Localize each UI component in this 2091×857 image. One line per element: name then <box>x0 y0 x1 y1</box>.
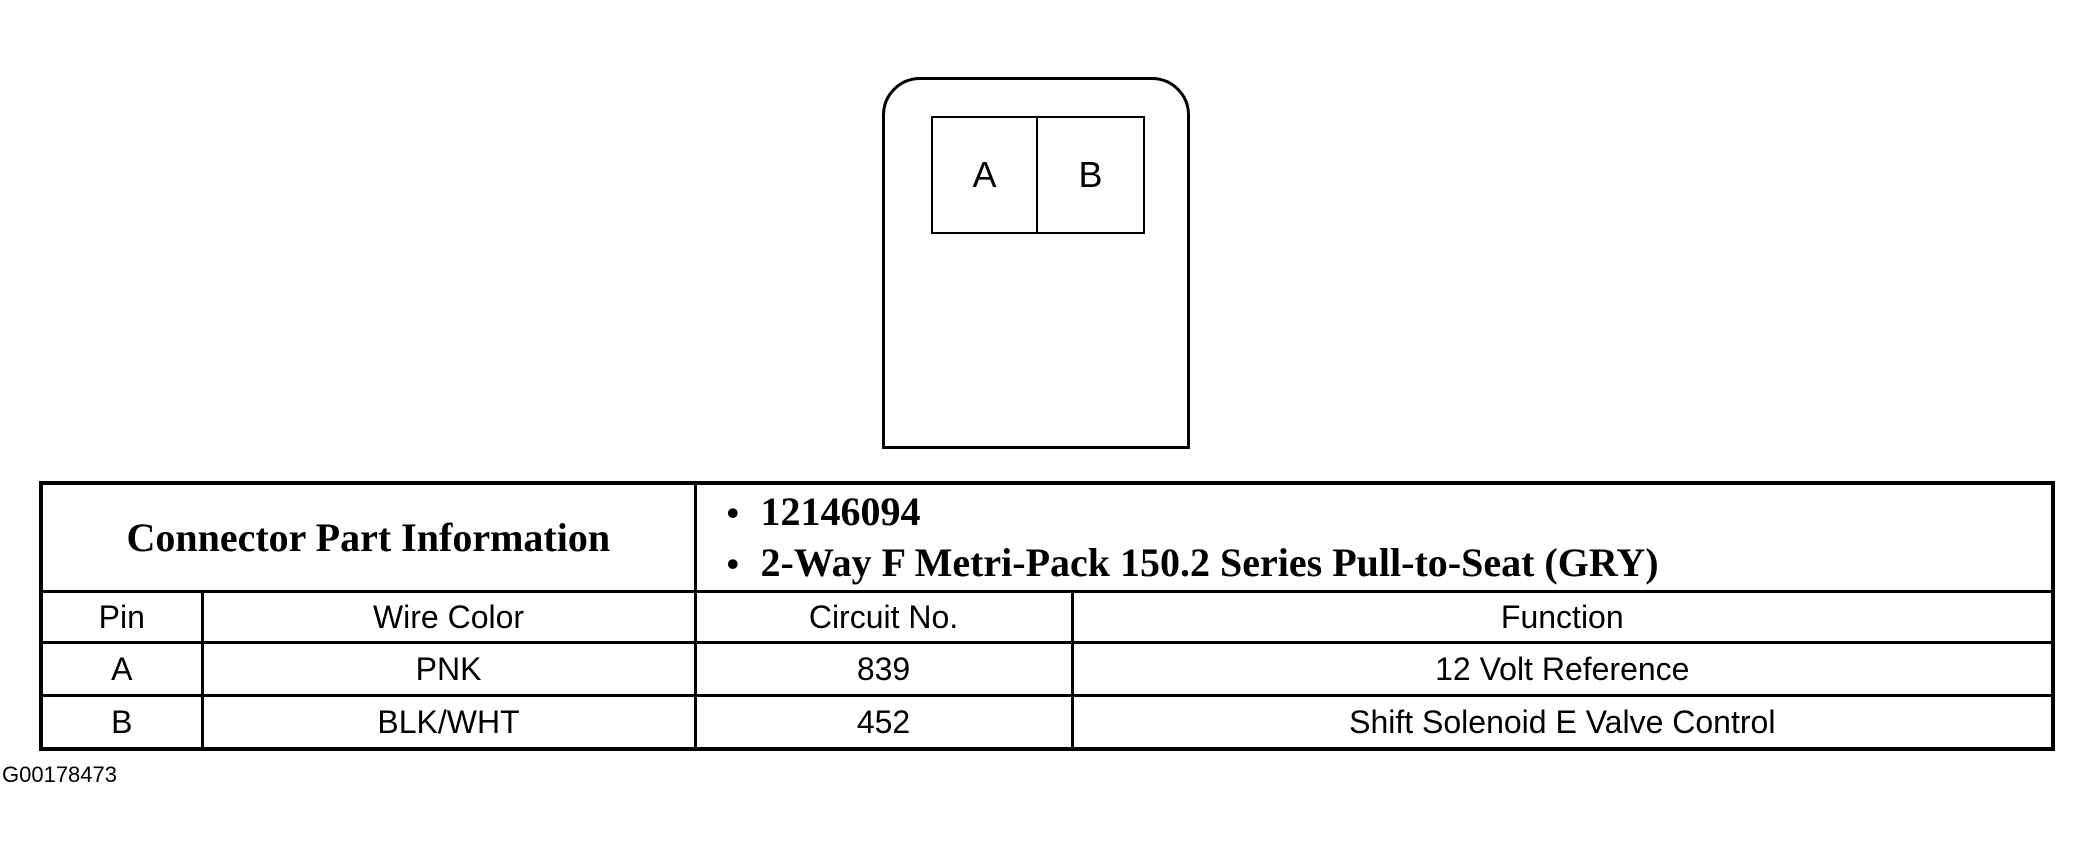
function-cell: Shift Solenoid E Valve Control <box>1070 694 2055 751</box>
wire-color-cell: BLK/WHT <box>200 694 697 751</box>
part-info-row: Connector Part Information 12146094 2-Wa… <box>39 481 2055 593</box>
pin-cell: B <box>39 694 204 751</box>
column-header-row: Pin Wire Color Circuit No. Function <box>39 590 2055 644</box>
connector-info-table: Connector Part Information 12146094 2-Wa… <box>39 481 2056 751</box>
column-header-function: Function <box>1070 590 2055 644</box>
part-number: 12146094 <box>727 487 2052 538</box>
part-info-list: 12146094 2-Way F Metri-Pack 150.2 Series… <box>727 487 2052 589</box>
connector-face: A B <box>882 77 1190 449</box>
part-info-cell: 12146094 2-Way F Metri-Pack 150.2 Series… <box>693 481 2055 593</box>
circuit-cell: 452 <box>693 694 1074 751</box>
column-header-pin: Pin <box>39 590 204 644</box>
cavity-b: B <box>1038 116 1145 234</box>
table-title: Connector Part Information <box>39 481 697 593</box>
connector-description: 2-Way F Metri-Pack 150.2 Series Pull-to-… <box>727 538 2052 589</box>
circuit-cell: 839 <box>693 641 1074 697</box>
column-header-wire-color: Wire Color <box>200 590 697 644</box>
cavity-row: A B <box>931 116 1145 234</box>
pin-cell: A <box>39 641 204 697</box>
figure-id: G00178473 <box>2 762 117 787</box>
cavity-a: A <box>931 116 1038 234</box>
wire-color-cell: PNK <box>200 641 697 697</box>
function-cell: 12 Volt Reference <box>1070 641 2055 697</box>
table-row: B BLK/WHT 452 Shift Solenoid E Valve Con… <box>39 694 2055 751</box>
table-row: A PNK 839 12 Volt Reference <box>39 641 2055 697</box>
column-header-circuit: Circuit No. <box>693 590 1074 644</box>
